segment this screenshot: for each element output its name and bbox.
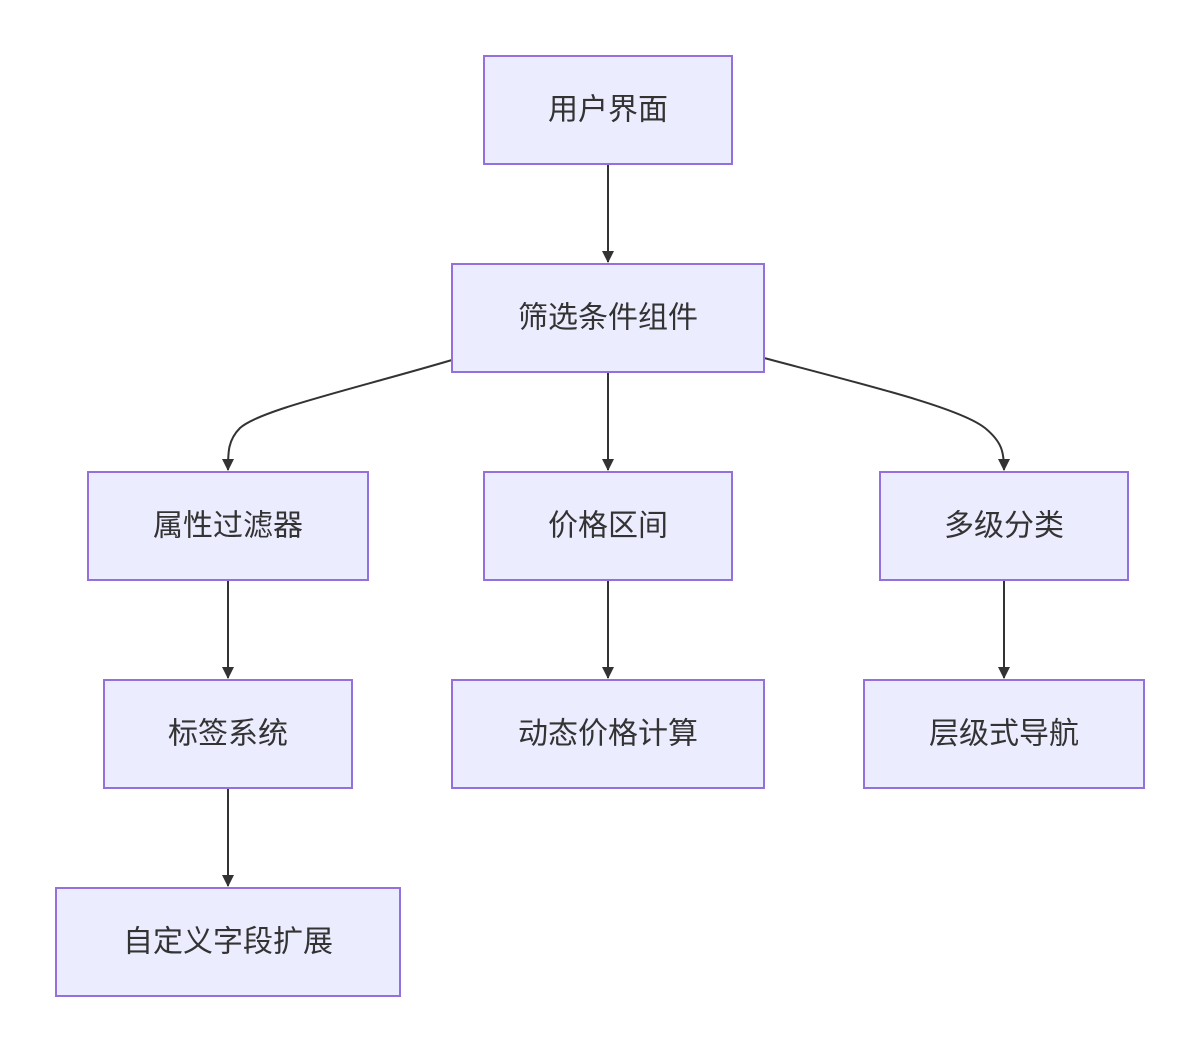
node-custom-field-extension: 自定义字段扩展 [55,887,401,997]
node-label-filter-component: 筛选条件组件 [518,301,698,336]
node-box [451,263,765,373]
node-tag-system: 标签系统 [103,679,353,789]
node-label-price-range: 价格区间 [548,509,668,544]
node-label-custom-field-extension: 自定义字段扩展 [123,925,333,960]
edge-filter-to-category [763,357,1010,471]
node-label-dynamic-price: 动态价格计算 [518,717,698,752]
node-box [879,471,1129,581]
edge-filter-to-attr [222,359,453,471]
node-hierarchical-nav: 层级式导航 [863,679,1145,789]
node-label-multi-level-category: 多级分类 [944,509,1064,544]
node-label-attribute-filter: 属性过滤器 [153,509,303,544]
node-label-tag-system: 标签系统 [168,717,288,752]
node-box [451,679,765,789]
node-box [87,471,369,581]
node-box [483,55,733,165]
node-filter-component: 筛选条件组件 [451,263,765,373]
node-box [863,679,1145,789]
node-multi-level-category: 多级分类 [879,471,1129,581]
node-box [55,887,401,997]
node-price-range: 价格区间 [483,471,733,581]
node-dynamic-price: 动态价格计算 [451,679,765,789]
node-box [483,471,733,581]
node-label-user-interface: 用户界面 [548,93,668,128]
node-attribute-filter: 属性过滤器 [87,471,369,581]
edges [222,164,1010,887]
node-label-hierarchical-nav: 层级式导航 [929,717,1079,752]
node-box [103,679,353,789]
node-user-interface: 用户界面 [483,55,733,165]
